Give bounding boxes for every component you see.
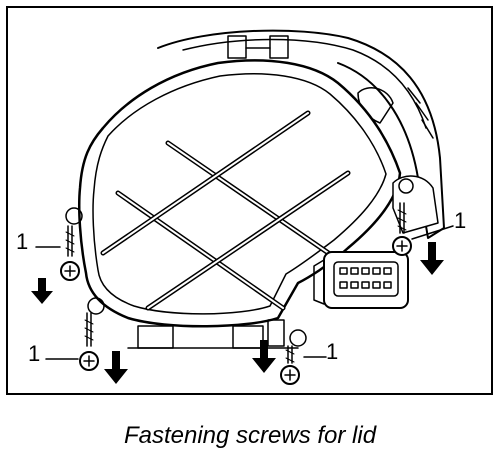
housing-back	[157, 29, 445, 239]
connector-face	[333, 261, 399, 297]
screw-icon	[392, 202, 412, 256]
arrow-down-icon	[104, 351, 128, 384]
lid-rib	[147, 172, 349, 309]
electrical-connector	[323, 251, 409, 309]
callout-label-screw: 1	[28, 341, 41, 366]
callout-label-screw: 1	[16, 229, 29, 254]
screw-icon	[60, 225, 80, 281]
connector-pins	[339, 267, 392, 289]
arrow-down-icon	[420, 242, 444, 275]
lid-rib	[102, 112, 309, 254]
mounting-ear	[398, 178, 414, 194]
callout-label-screw: 1	[326, 339, 339, 364]
leader-line	[411, 225, 454, 240]
screw-icon	[280, 345, 300, 385]
lid-rib	[167, 142, 344, 264]
mounting-ear	[289, 329, 307, 347]
illustration-frame: 1 1 1 1	[6, 6, 493, 395]
bottom-tab	[232, 325, 264, 349]
bottom-tab	[137, 325, 174, 349]
mounting-ear	[87, 297, 105, 315]
arrow-down-icon	[252, 340, 276, 373]
callout-label-screw: 1	[454, 208, 467, 233]
lid-rib	[117, 192, 284, 309]
figure-caption: Fastening screws for lid	[123, 422, 377, 449]
housing-back-inner	[182, 38, 427, 129]
screw-icon	[79, 312, 99, 371]
housing-rib	[407, 87, 434, 139]
bottom-tab	[267, 319, 285, 347]
arrow-down-icon	[31, 278, 53, 304]
mounting-ear	[65, 207, 83, 225]
top-clip	[227, 35, 247, 59]
lid-assembly-drawing	[31, 29, 454, 385]
lid-rim	[92, 73, 387, 315]
top-clip	[269, 35, 289, 59]
connector-latch	[313, 259, 325, 305]
